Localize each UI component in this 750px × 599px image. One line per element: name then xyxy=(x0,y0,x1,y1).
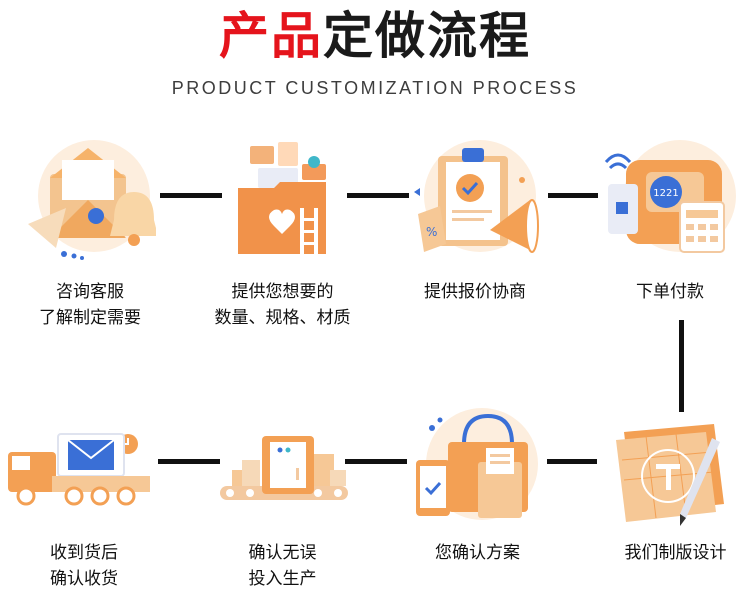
step-label-line: 下单付款 xyxy=(636,282,704,302)
connector xyxy=(160,193,222,198)
step-label-line: 提供报价协商 xyxy=(424,282,526,302)
terminal-number: 1221 xyxy=(653,188,678,199)
delivery-truck-icon xyxy=(8,426,156,508)
step-label-consult: 咨询客服 了解制定需要 xyxy=(20,279,160,331)
step-label-receive: 收到货后 确认收货 xyxy=(14,540,154,592)
step-label-line: 数量、规格、材质 xyxy=(214,308,351,328)
step-label-payment: 下单付款 xyxy=(610,279,730,305)
connector xyxy=(158,459,220,464)
step-label-production: 确认无误 投入生产 xyxy=(210,540,355,592)
step-label-quote: 提供报价协商 xyxy=(400,279,550,305)
folder-files-icon xyxy=(228,138,338,258)
title-main: 定做流程 xyxy=(323,7,531,65)
envelope-bell-icon xyxy=(26,138,158,264)
shopping-bag-phone-icon xyxy=(412,408,542,524)
step-label-line: 提供您想要的 xyxy=(231,282,334,302)
page-title: 产品定做流程 xyxy=(0,6,750,66)
page-subtitle: PRODUCT CUSTOMIZATION PROCESS xyxy=(171,78,579,98)
step-label-confirm-plan: 您确认方案 xyxy=(405,540,550,566)
step-label-design: 我们制版设计 xyxy=(603,540,748,566)
factory-conveyor-icon xyxy=(210,430,358,512)
step-label-line: 确认无误 xyxy=(248,543,317,563)
step-label-line: 您确认方案 xyxy=(435,543,520,563)
title-highlight: 产品 xyxy=(219,7,323,65)
step-label-line: 投入生产 xyxy=(248,569,317,589)
step-label-line: 了解制定需要 xyxy=(39,308,141,328)
step-label-specs: 提供您想要的 数量、规格、材质 xyxy=(200,279,365,331)
connector xyxy=(547,459,597,464)
drafting-tools-icon xyxy=(610,420,734,530)
step-label-line: 确认收货 xyxy=(50,569,118,589)
connector xyxy=(548,193,598,198)
step-label-line: 咨询客服 xyxy=(56,282,124,302)
payment-terminal-icon: 1221 xyxy=(600,140,736,260)
connector xyxy=(679,320,684,412)
connector xyxy=(347,193,409,198)
step-label-line: 我们制版设计 xyxy=(624,543,727,563)
clipboard-megaphone-icon: % xyxy=(410,140,542,262)
svg-text:%: % xyxy=(426,225,437,239)
step-label-line: 收到货后 xyxy=(50,543,118,563)
connector xyxy=(345,459,407,464)
